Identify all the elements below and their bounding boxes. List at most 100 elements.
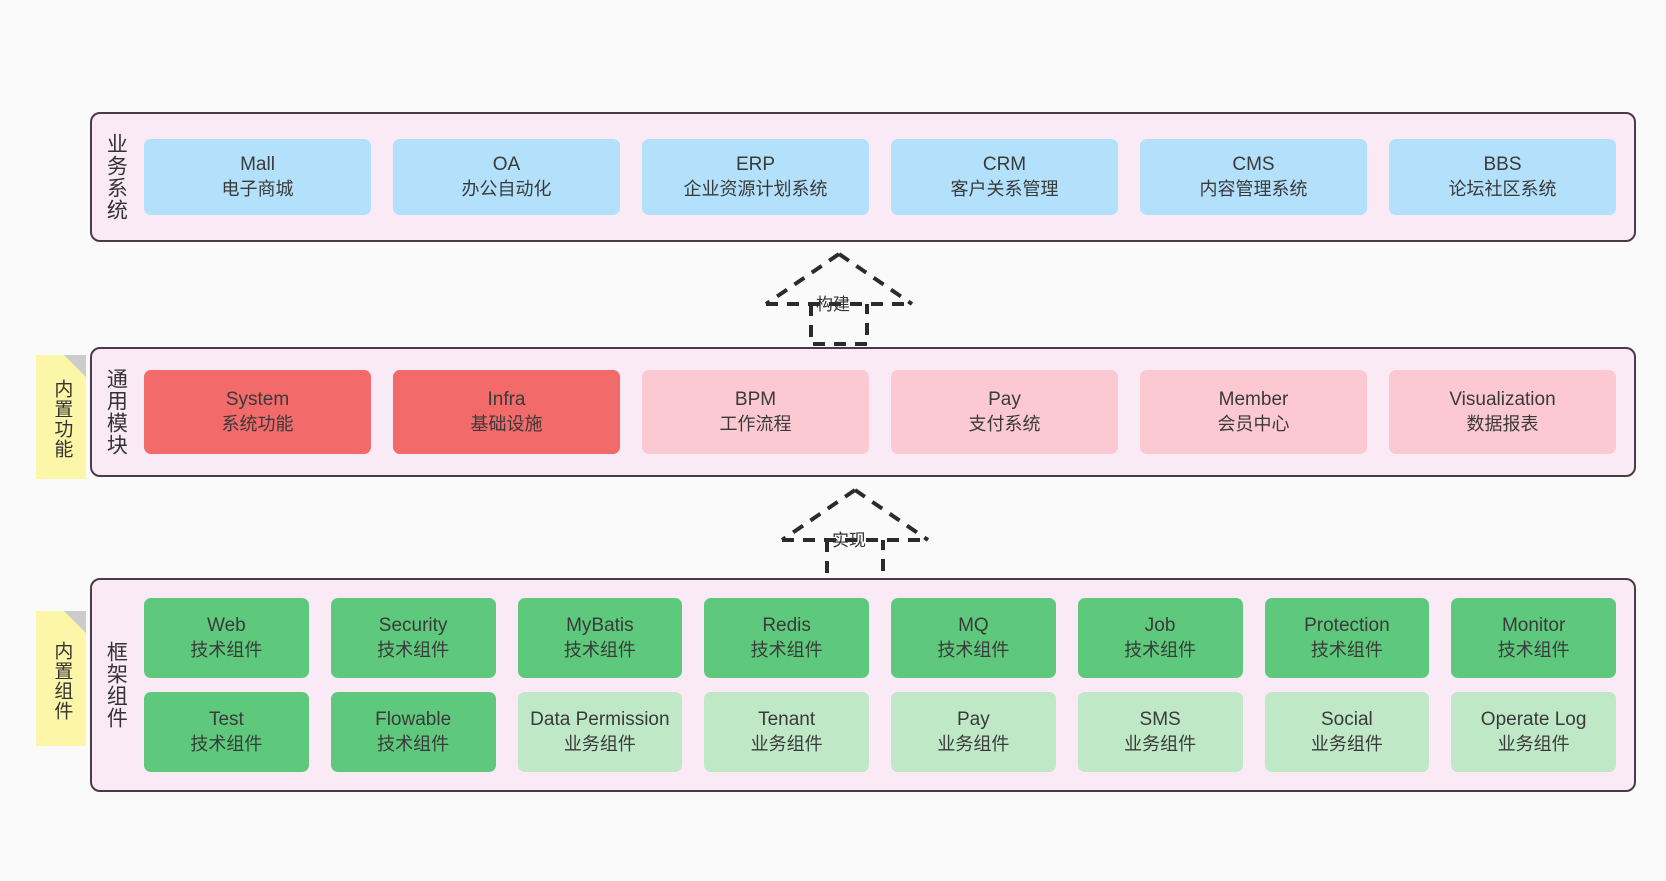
node-title: Pay	[988, 389, 1021, 411]
node-subtitle: 企业资源计划系统	[683, 178, 828, 199]
connector-label-implement: 实现	[832, 531, 866, 550]
node-subtitle: 技术组件	[190, 733, 263, 754]
node-subtitle: 业务组件	[563, 733, 636, 754]
node-row: System 系统功能 Infra 基础设施 BPM 工作流程 Pay 支付系统…	[144, 370, 1616, 454]
node-test[interactable]: Test 技术组件	[144, 692, 309, 772]
connector-label-build: 构建	[816, 295, 850, 314]
node-tenant[interactable]: Tenant 业务组件	[704, 692, 869, 772]
node-security[interactable]: Security 技术组件	[330, 598, 496, 678]
node-mybatis[interactable]: MyBatis 技术组件	[517, 598, 683, 678]
node-job[interactable]: Job 技术组件	[1077, 598, 1243, 678]
node-title: Data Permission	[530, 709, 670, 731]
node-title: Job	[1144, 615, 1176, 637]
node-title: System	[225, 389, 290, 411]
node-data-permission[interactable]: Data Permission 业务组件	[517, 692, 683, 772]
dashed-generalization-arrow-icon	[780, 488, 930, 582]
node-web[interactable]: Web 技术组件	[144, 598, 309, 678]
node-system[interactable]: System 系统功能	[144, 370, 371, 454]
node-subtitle: 业务组件	[937, 733, 1010, 754]
node-title: Monitor	[1501, 615, 1566, 637]
node-oa[interactable]: OA 办公自动化	[393, 139, 620, 215]
sticky-note-builtin-function: 内置功能	[36, 355, 86, 479]
layer-body-business-system: Mall 电子商城 OA 办公自动化 ERP 企业资源计划系统 CRM 客户关系…	[138, 114, 1634, 240]
sticky-note-builtin-component: 内置组件	[36, 611, 86, 746]
node-member[interactable]: Member 会员中心	[1140, 370, 1367, 454]
node-title: Infra	[487, 389, 526, 411]
layer-title-framework-component: 框架组件	[104, 641, 128, 729]
node-subtitle: 数据报表	[1466, 413, 1539, 434]
node-title: Protection	[1304, 615, 1390, 637]
layer-title-common-module: 通用模块	[104, 368, 128, 456]
node-subtitle: 技术组件	[750, 639, 823, 660]
node-pay[interactable]: Pay 支付系统	[891, 370, 1118, 454]
node-subtitle: 业务组件	[1124, 733, 1197, 754]
node-subtitle: 论坛社区系统	[1448, 178, 1557, 199]
node-subtitle: 系统功能	[221, 413, 294, 434]
node-subtitle: 会员中心	[1217, 413, 1290, 434]
node-title: Operate Log	[1480, 709, 1587, 731]
node-row: Web 技术组件 Security 技术组件 MyBatis 技术组件 Redi…	[144, 598, 1616, 678]
node-title: MyBatis	[566, 615, 634, 637]
node-subtitle: 基础设施	[470, 413, 543, 434]
node-subtitle: 电子商城	[221, 178, 294, 199]
node-title: CRM	[982, 154, 1027, 176]
node-title: SMS	[1139, 709, 1181, 731]
sticky-note-label: 内置功能	[51, 379, 73, 459]
node-mq[interactable]: MQ 技术组件	[891, 598, 1056, 678]
node-subtitle: 工作流程	[719, 413, 792, 434]
node-title: Visualization	[1449, 389, 1556, 411]
dashed-generalization-arrow-icon	[764, 252, 914, 346]
node-subtitle: 技术组件	[1124, 639, 1197, 660]
layer-body-framework-component: Web 技术组件 Security 技术组件 MyBatis 技术组件 Redi…	[138, 580, 1634, 790]
node-subtitle: 办公自动化	[461, 178, 552, 199]
node-subtitle: 技术组件	[1310, 639, 1383, 660]
node-row: Test 技术组件 Flowable 技术组件 Data Permission …	[144, 692, 1616, 772]
node-subtitle: 内容管理系统	[1199, 178, 1308, 199]
node-cms[interactable]: CMS 内容管理系统	[1140, 139, 1367, 215]
node-operate-log[interactable]: Operate Log 业务组件	[1451, 692, 1616, 772]
node-title: Pay	[957, 709, 990, 731]
node-title: Security	[378, 615, 448, 637]
node-infra[interactable]: Infra 基础设施	[393, 370, 620, 454]
node-sms[interactable]: SMS 业务组件	[1077, 692, 1243, 772]
node-title: MQ	[958, 615, 989, 637]
node-title: Web	[207, 615, 246, 637]
node-subtitle: 技术组件	[1497, 639, 1570, 660]
node-subtitle: 技术组件	[937, 639, 1010, 660]
node-visualization[interactable]: Visualization 数据报表	[1389, 370, 1616, 454]
node-subtitle: 业务组件	[1310, 733, 1383, 754]
node-social[interactable]: Social 业务组件	[1264, 692, 1430, 772]
node-monitor[interactable]: Monitor 技术组件	[1451, 598, 1616, 678]
layer-title-business-system: 业务系统	[104, 133, 128, 221]
node-subtitle: 业务组件	[750, 733, 823, 754]
node-subtitle: 技术组件	[377, 639, 450, 660]
node-flowable[interactable]: Flowable 技术组件	[330, 692, 496, 772]
node-erp[interactable]: ERP 企业资源计划系统	[642, 139, 869, 215]
node-title: Social	[1321, 709, 1373, 731]
node-title: ERP	[735, 154, 776, 176]
node-mall[interactable]: Mall 电子商城	[144, 139, 371, 215]
node-bbs[interactable]: BBS 论坛社区系统	[1389, 139, 1616, 215]
node-title: Flowable	[375, 709, 452, 731]
node-redis[interactable]: Redis 技术组件	[704, 598, 869, 678]
layer-body-common-module: System 系统功能 Infra 基础设施 BPM 工作流程 Pay 支付系统…	[138, 349, 1634, 475]
node-crm[interactable]: CRM 客户关系管理	[891, 139, 1118, 215]
layer-common-module: 通用模块 System 系统功能 Infra 基础设施 BPM 工作流程 Pay…	[90, 347, 1636, 477]
node-title: CMS	[1232, 154, 1275, 176]
node-pay-business[interactable]: Pay 业务组件	[891, 692, 1056, 772]
node-bpm[interactable]: BPM 工作流程	[642, 370, 869, 454]
node-title: BPM	[734, 389, 777, 411]
layer-framework-component: 框架组件 Web 技术组件 Security 技术组件 MyBatis 技术组件…	[90, 578, 1636, 792]
node-subtitle: 业务组件	[1497, 733, 1570, 754]
node-title: OA	[492, 154, 521, 176]
node-title: Test	[208, 709, 244, 731]
node-subtitle: 技术组件	[563, 639, 636, 660]
node-subtitle: 客户关系管理	[950, 178, 1059, 199]
node-title: Tenant	[758, 709, 816, 731]
layer-business-system: 业务系统 Mall 电子商城 OA 办公自动化 ERP 企业资源计划系统 CRM…	[90, 112, 1636, 242]
connector-build: 构建	[744, 248, 934, 348]
node-protection[interactable]: Protection 技术组件	[1264, 598, 1430, 678]
sticky-note-label: 内置组件	[51, 640, 73, 721]
node-subtitle: 支付系统	[968, 413, 1041, 434]
